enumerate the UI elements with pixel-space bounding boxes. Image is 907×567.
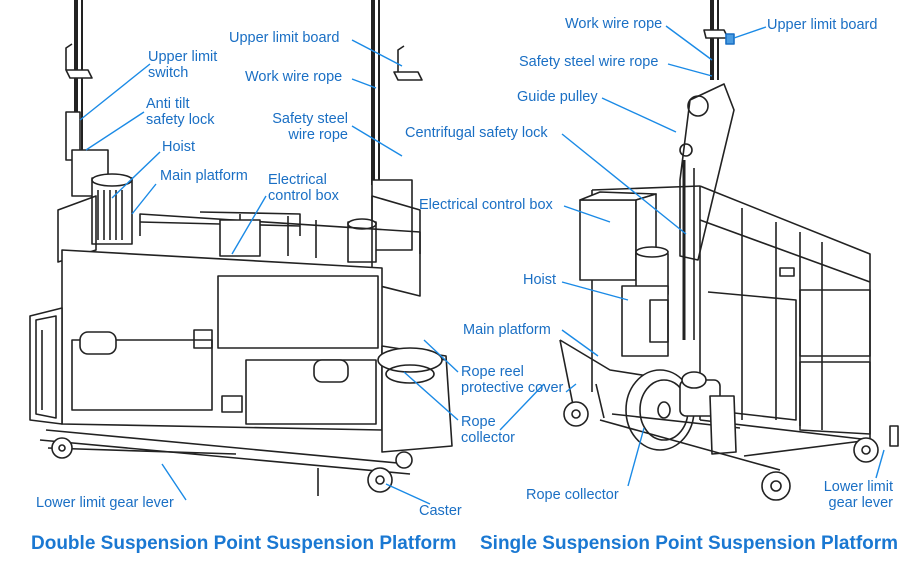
label-upper-limit-switch-line2: switch [148,65,189,81]
label-rope-collector-right: Rope collector [526,487,619,503]
label-hoist-right: Hoist [523,272,557,288]
single-platform-drawing [559,0,899,501]
label-electrical-line2: control box [268,188,339,204]
label-anti-tilt-line1: Anti tilt [146,96,190,112]
label-safety-steel-line1: Safety steel [272,111,348,127]
label-main-platform-left: Main platform [160,168,248,184]
label-main-platform-right: Main platform [463,322,551,338]
label-upper-limit-switch-line1: Upper limit [148,49,218,65]
label-rope-reel-line1: Rope reel [461,364,524,380]
label-rope-collector-line1: Rope [461,414,496,430]
label-caster: Caster [419,503,462,519]
label-lower-limit-right-line2: gear lever [828,495,893,511]
double-platform-drawing [29,0,453,496]
label-lower-limit-left: Lower limit gear lever [36,495,174,511]
label-upper-limit-board-right: Upper limit board [767,17,878,33]
caption-single-platform: Single Suspension Point Suspension Platf… [480,533,899,554]
label-centrifugal-lock: Centrifugal safety lock [405,125,548,141]
label-upper-limit-board-left: Upper limit board [229,30,340,46]
caption-double-platform: Double Suspension Point Suspension Platf… [31,533,457,554]
label-anti-tilt-line2: safety lock [146,112,215,128]
label-guide-pulley: Guide pulley [517,89,598,105]
label-safety-steel-line2: wire rope [288,127,348,143]
label-electrical-right: Electrical control box [419,197,553,213]
leader-lines [79,25,885,505]
label-rope-collector-line2: collector [461,430,515,446]
label-lower-limit-right-line1: Lower limit [823,479,893,495]
label-work-wire-rope-left: Work wire rope [245,69,343,85]
label-work-wire-rope-right: Work wire rope [565,16,663,32]
label-safety-steel-right: Safety steel wire rope [519,54,659,70]
label-rope-reel-line2: protective cover [461,380,564,396]
label-electrical-line1: Electrical [268,172,327,188]
label-hoist-left: Hoist [162,139,196,155]
